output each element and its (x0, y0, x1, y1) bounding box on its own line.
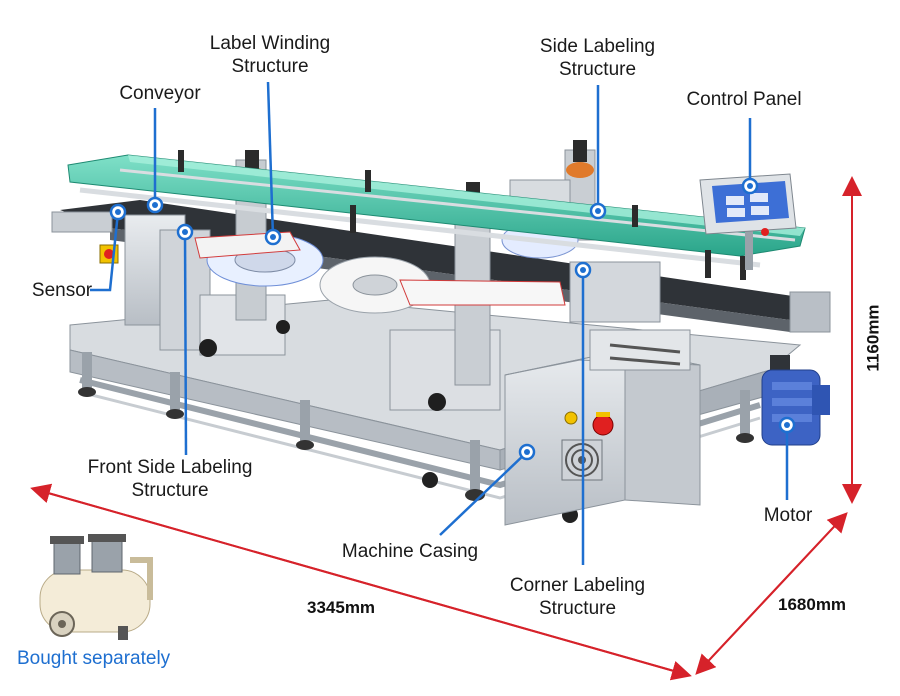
dimension-arrows (30, 176, 862, 681)
guide-rail (67, 150, 806, 280)
height-dimension: 1160mm (863, 304, 883, 372)
label-winding-callout: Label Winding Structure (209, 33, 331, 77)
motor (761, 355, 830, 446)
callout-leaders (90, 81, 789, 565)
air-compressor (39, 534, 153, 640)
control-panel (699, 173, 797, 270)
conveyor-callout: Conveyor (119, 83, 201, 104)
width-dimension: 1680mm (778, 595, 847, 614)
bought-separately-note: Bought separately (17, 648, 171, 669)
control-panel-callout: Control Panel (686, 89, 802, 110)
motor-callout: Motor (763, 505, 813, 526)
machine (51, 140, 831, 526)
length-dimension: 3345mm (307, 598, 376, 617)
machine-casing (504, 349, 701, 526)
machine-casing-callout: Machine Casing (341, 541, 479, 562)
callout-dots (109, 177, 796, 461)
side-labeling-callout: Side Labeling Structure (539, 36, 656, 80)
front-side-labeling-callout: Front Side Labeling Structure (87, 457, 253, 501)
corner-labeling-callout: Corner Labeling Structure (509, 575, 646, 619)
front-side-labeling-unit (319, 182, 566, 411)
sensor-callout: Sensor (31, 280, 93, 301)
